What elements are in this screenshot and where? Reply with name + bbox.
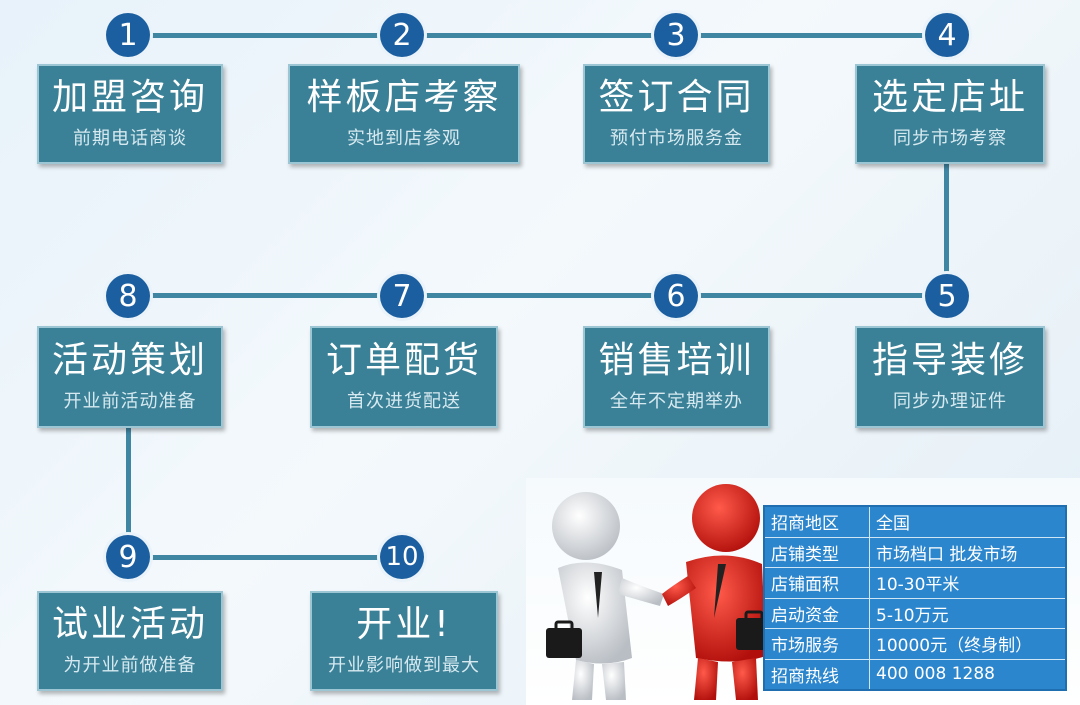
- step-number-9: 9: [106, 535, 150, 579]
- step-subtitle-7: 首次进货配送: [347, 390, 461, 412]
- step-box-5: 指导装修 同步办理证件: [855, 326, 1045, 428]
- table-key: 店铺面积: [765, 568, 870, 598]
- step-title-2: 样板店考察: [306, 77, 502, 119]
- step-number-2: 2: [380, 13, 424, 57]
- step-subtitle-5: 同步办理证件: [893, 390, 1007, 412]
- step-number-7: 7: [380, 274, 424, 318]
- step-number-3: 3: [654, 13, 698, 57]
- connector-1-4: [128, 33, 948, 38]
- step-subtitle-9: 为开业前做准备: [63, 654, 197, 676]
- table-row: 市场服务 10000元（终身制）: [765, 628, 1065, 659]
- step-box-7: 订单配货 首次进货配送: [310, 326, 498, 428]
- step-subtitle-3: 预付市场服务金: [610, 127, 743, 149]
- step-number-6: 6: [654, 274, 698, 318]
- table-key: 招商地区: [765, 507, 870, 537]
- table-key: 招商热线: [765, 659, 870, 689]
- step-title-8: 活动策划: [51, 340, 208, 382]
- step-title-6: 销售培训: [598, 340, 755, 382]
- step-title-5: 指导装修: [871, 340, 1028, 382]
- table-key: 市场服务: [765, 629, 870, 659]
- step-number-8: 8: [106, 274, 150, 318]
- franchise-info-table: 招商地区 全国 店铺类型 市场档口 批发市场 店铺面积 10-30平米 启动资金…: [763, 505, 1067, 691]
- white-figure: [546, 492, 664, 700]
- table-key: 启动资金: [765, 598, 870, 628]
- table-row: 店铺面积 10-30平米: [765, 567, 1065, 598]
- table-row: 启动资金 5-10万元: [765, 597, 1065, 628]
- connector-5-8: [128, 293, 948, 298]
- step-title-1: 加盟咨询: [51, 77, 208, 119]
- table-value: 10-30平米: [876, 575, 960, 596]
- step-subtitle-8: 开业前活动准备: [63, 390, 197, 412]
- step-title-9: 试业活动: [51, 604, 208, 646]
- step-number-1: 1: [106, 13, 150, 57]
- table-key: 店铺类型: [765, 537, 870, 567]
- step-subtitle-4: 同步市场考察: [893, 127, 1007, 149]
- step-title-7: 订单配货: [325, 340, 482, 382]
- step-box-10: 开业! 开业影响做到最大: [310, 591, 498, 691]
- table-value: 10000元（终身制）: [876, 636, 1033, 657]
- table-row: 店铺类型 市场档口 批发市场: [765, 536, 1065, 567]
- step-box-1: 加盟咨询 前期电话商谈: [37, 64, 223, 164]
- table-row: 招商地区 全国: [765, 507, 1065, 537]
- step-number-4: 4: [925, 13, 969, 57]
- step-subtitle-6: 全年不定期举办: [610, 390, 743, 412]
- step-box-9: 试业活动 为开业前做准备: [37, 591, 223, 691]
- step-box-2: 样板店考察 实地到店参观: [288, 64, 520, 164]
- step-number-5: 5: [925, 274, 969, 318]
- connector-8-9: [126, 425, 131, 558]
- red-figure: [662, 484, 772, 700]
- table-value: 全国: [876, 514, 910, 535]
- table-value: 市场档口 批发市场: [876, 544, 1018, 565]
- step-box-4: 选定店址 同步市场考察: [855, 64, 1045, 164]
- connector-4-5: [944, 162, 949, 296]
- step-number-10: 10: [380, 535, 424, 579]
- handshake-illustration: [546, 484, 772, 700]
- connector-9-10: [128, 555, 402, 560]
- step-title-10: 开业!: [356, 604, 452, 646]
- step-title-4: 选定店址: [871, 77, 1028, 119]
- step-box-3: 签订合同 预付市场服务金: [583, 64, 770, 164]
- step-subtitle-2: 实地到店参观: [347, 127, 461, 149]
- table-row: 招商热线 400 008 1288: [765, 658, 1065, 689]
- step-subtitle-10: 开业影响做到最大: [328, 654, 480, 676]
- table-value: 400 008 1288: [876, 664, 995, 685]
- step-subtitle-1: 前期电话商谈: [73, 127, 187, 149]
- step-title-3: 签订合同: [598, 77, 755, 119]
- step-box-6: 销售培训 全年不定期举办: [583, 326, 770, 428]
- step-box-8: 活动策划 开业前活动准备: [37, 326, 223, 428]
- table-value: 5-10万元: [876, 605, 949, 626]
